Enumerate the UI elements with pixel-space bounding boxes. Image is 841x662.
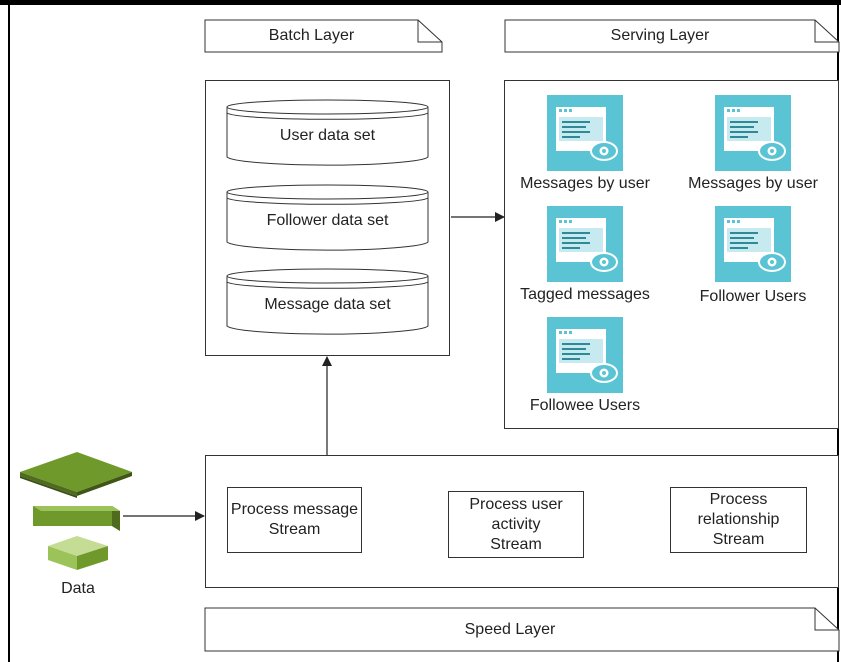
document-eye-icon (715, 95, 791, 171)
data-source-label: Data (61, 580, 95, 597)
document-eye-icon (547, 317, 623, 393)
view-label-messages-by-user-1: Messages by user (520, 175, 650, 192)
process-user-activity-line1: Process user (469, 495, 563, 513)
process-message-line2: Stream (268, 521, 321, 538)
process-message-stream: Process message Stream (227, 487, 362, 553)
batch-layer-note-shape (204, 19, 443, 53)
view-label-messages-by-user-2: Messages by user (688, 175, 818, 192)
cylinder-icon (226, 99, 429, 166)
process-message-line1: Process message (230, 501, 359, 518)
process-relationship-line1: Process (709, 491, 768, 508)
speed-layer-label: Speed Layer (464, 620, 556, 638)
document-eye-icon (547, 206, 623, 282)
speed-layer-note-shape (204, 607, 840, 652)
follower-dataset-cylinder: Follower data set (226, 184, 429, 252)
view-label-follower-users: Follower Users (699, 288, 807, 305)
user-dataset-label: User data set (279, 127, 376, 144)
process-user-activity-line3: Stream (490, 535, 542, 553)
process-user-activity-line2: activity (491, 515, 541, 533)
view-label-tagged-messages: Tagged messages (520, 286, 650, 303)
batch-layer-box: User data set Follower data set Message … (205, 80, 450, 356)
process-relationship-stream: Process relationship Stream (670, 487, 807, 553)
frame-left-border (8, 0, 10, 662)
follower-dataset-label: Follower data set (266, 212, 389, 229)
document-eye-icon (715, 206, 791, 282)
stacked-layers-icon (20, 452, 132, 570)
process-relationship-line3: Stream (712, 531, 765, 548)
data-source-icon (20, 448, 132, 578)
frame-top-border (0, 0, 841, 5)
message-dataset-cylinder: Message data set (226, 268, 429, 336)
batch-layer-label: Batch Layer (268, 27, 355, 44)
cylinder-icon (226, 184, 429, 251)
message-dataset-label: Message data set (264, 296, 391, 313)
view-label-followee-users: Followee Users (529, 397, 641, 414)
process-relationship-line2: relationship (697, 511, 780, 528)
user-dataset-cylinder: User data set (226, 99, 429, 167)
process-user-activity-stream: Process user activity Stream (448, 491, 584, 558)
serving-layer-label: Serving Layer (610, 27, 710, 44)
serving-layer-note-shape (504, 19, 840, 53)
cylinder-icon (226, 268, 429, 335)
document-eye-icon (547, 95, 623, 171)
